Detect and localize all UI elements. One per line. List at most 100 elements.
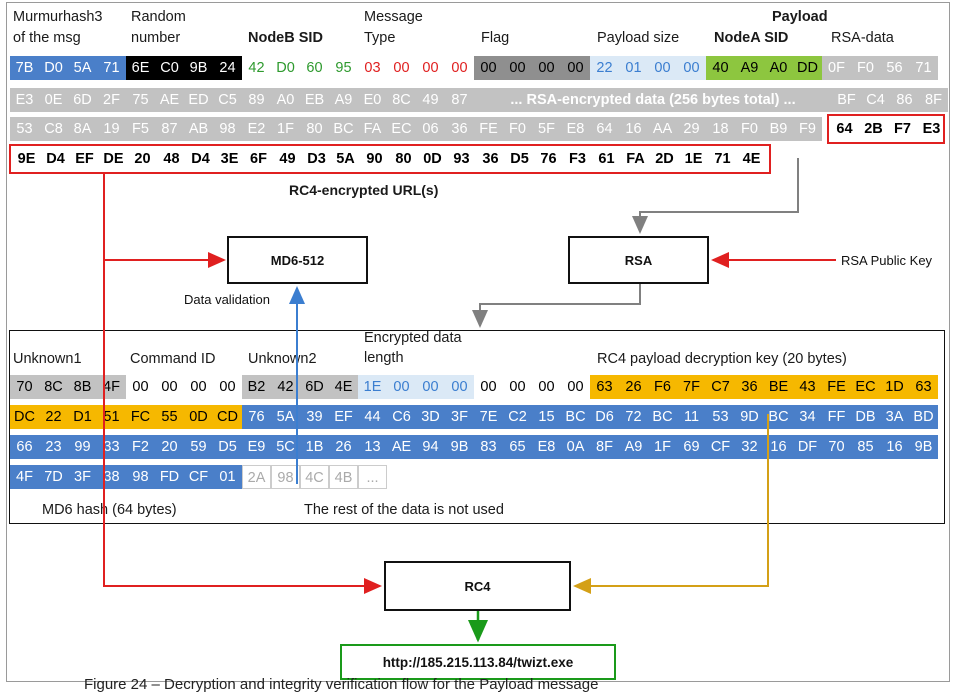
hex-byte: 29 [677,117,706,141]
data-validation-label: Data validation [184,292,270,307]
hex-byte: 22 [39,405,68,429]
hex-byte: DE [99,147,128,171]
hex-byte: D4 [41,147,70,171]
hex-byte: 99 [68,435,97,459]
hex-byte: 66 [10,435,39,459]
hex-byte: 36 [476,147,505,171]
hex-byte: 44 [358,405,387,429]
figure-caption: Figure 24 – Decryption and integrity ver… [84,676,599,693]
hex-byte: 7D [39,465,68,489]
hex-byte: 5F [532,117,561,141]
hex-byte: 00 [126,375,155,399]
hex-byte: EB [300,88,329,112]
hex-byte: 42 [271,375,300,399]
hex-byte: 3D [416,405,445,429]
rsa-encrypted-data-note: ... RSA-encrypted data (256 bytes total)… [474,88,832,112]
hex-byte: 4E [737,147,766,171]
hex-byte: 00 [155,375,184,399]
hex-byte: 64 [590,117,619,141]
rsa-output-arrow [472,284,641,328]
rc4-box: RC4 [384,561,571,611]
hex-byte: 49 [273,147,302,171]
hex-byte: CF [184,465,213,489]
hex-byte: 20 [128,147,157,171]
message-type-label-2: Type [364,30,396,46]
hex-byte: 0D [418,147,447,171]
hex-byte: 00 [387,375,416,399]
rsa-data-to-rsa-arrow [632,158,799,234]
hex-byte: 00 [416,375,445,399]
hex-byte: 2A [242,465,271,489]
hex-byte: 1E [679,147,708,171]
hex-byte: 22 [590,56,619,80]
hex-byte: 9E [12,147,41,171]
hex-byte: 13 [358,435,387,459]
rsa-box: RSA [568,236,709,284]
hex-byte: 71 [909,56,938,80]
rc4-key-arrow [573,414,769,594]
decrypted-url-box: http://185.215.113.84/twizt.exe [340,644,616,680]
hex-byte: 6D [68,88,97,112]
hex-byte: ED [184,88,213,112]
hex-byte: 8A [68,117,97,141]
message-type-label-1: Message [364,9,423,25]
hex-byte: 2B [859,117,888,141]
hex-byte: 18 [706,117,735,141]
hex-byte: 64 [830,117,859,141]
hex-byte: 80 [300,117,329,141]
hex-byte: 00 [532,56,561,80]
hex-byte: 20 [155,435,184,459]
hex-byte: FA [621,147,650,171]
hex-byte: 6F [244,147,273,171]
hex-byte: 36 [735,375,764,399]
hex-byte: 0D [184,405,213,429]
hex-byte: DD [793,56,822,80]
hex-byte: C0 [155,56,184,80]
hex-byte: 43 [793,375,822,399]
nodea-sid-label: NodeA SID [714,30,789,46]
hex-byte: 59 [184,435,213,459]
hex-byte: D4 [186,147,215,171]
nodeb-sid-label: NodeB SID [248,30,323,46]
hex-byte: C5 [213,88,242,112]
unknown1-label: Unknown1 [13,351,82,367]
hex-byte: FF [822,405,851,429]
hex-byte: 00 [532,375,561,399]
hex-byte: 8F [590,435,619,459]
hex-byte: 00 [561,56,590,80]
hex-byte: FE [474,117,503,141]
hex-byte: E2 [242,117,271,141]
hex-byte: 03 [358,56,387,80]
hex-byte: 65 [503,435,532,459]
hex-byte: F0 [735,117,764,141]
hex-byte: 32 [735,435,764,459]
hex-byte: 51 [97,405,126,429]
hex-byte: 76 [242,405,271,429]
hex-byte: FE [822,375,851,399]
hex-byte: 63 [590,375,619,399]
hex-byte: EC [387,117,416,141]
hex-byte: AA [648,117,677,141]
hex-byte: 0E [39,88,68,112]
hex-byte: 4B [329,465,358,489]
hex-byte: 48 [157,147,186,171]
hex-byte: B2 [242,375,271,399]
hex-byte: F5 [126,117,155,141]
hex-byte: 53 [706,405,735,429]
hex-byte: 00 [474,375,503,399]
hex-byte: BF [832,88,861,112]
hex-byte: E8 [532,435,561,459]
hex-byte: 00 [677,56,706,80]
decrypted-payload-frame [9,330,945,524]
hex-byte: 1F [648,435,677,459]
hex-byte: 16 [619,117,648,141]
murmurhash-label-2: of the msg [13,30,81,46]
flag-label: Flag [481,30,510,46]
figure-frame [6,2,950,682]
hex-byte: EF [329,405,358,429]
hex-byte: 00 [561,375,590,399]
